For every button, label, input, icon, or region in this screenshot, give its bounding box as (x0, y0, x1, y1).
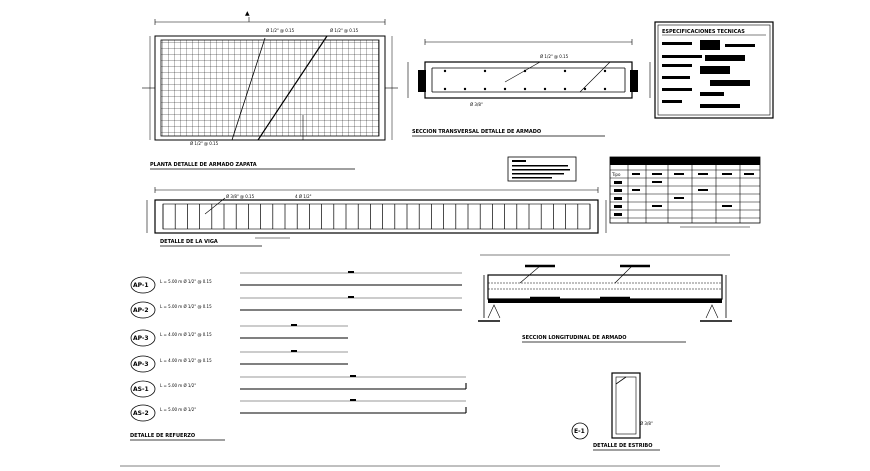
dimension-mark (350, 399, 356, 401)
specs-text-blocks (662, 40, 755, 108)
footing-section-title: SECCION TRANSVERSAL DETALLE DE ARMADO (412, 129, 541, 135)
section-label-2: Ø 3/8" (470, 102, 483, 107)
bar-tag: AP-1 (133, 282, 149, 289)
note-box (507, 156, 577, 182)
table-cell-marks (614, 173, 754, 216)
bar-tag: AP-3 (133, 335, 149, 342)
beam-detail: Ø 3/8" @ 0.15 4 Ø 1/2" DETALLE DE LA VIG… (146, 187, 607, 247)
dimension-mark (348, 271, 354, 273)
section-rebar-dots (443, 69, 607, 91)
section-label-1: Ø 1/2" @ 0.15 (540, 54, 569, 59)
bar-spec: L = 4.00 m Ø 1/2" @ 0.15 (160, 358, 212, 363)
plan-note-a: Ø 1/2" @ 0.15 (266, 28, 295, 33)
plan-note-c: Ø 1/2" @ 0.15 (190, 141, 219, 146)
table-first-col: Tipo (611, 172, 621, 177)
dimension-mark (348, 296, 354, 298)
footing-plan-title: PLANTA DETALLE DE ARMADO ZAPATA (150, 162, 257, 168)
stirrup-detail: Ø 3/8" E-1 DETALLE DE ESTRIBO (571, 372, 660, 451)
footing-section: Ø 1/2" @ 0.15 Ø 3/8" SECCION TRANSVERSAL… (407, 39, 651, 137)
bar-spec: L = 4.00 m Ø 1/2" @ 0.15 (160, 332, 212, 337)
bar-tag-circle (130, 301, 156, 319)
bar-tag-circle (130, 404, 156, 422)
bars-title: DETALLE DE REFUERZO (130, 433, 195, 439)
footing-plan: ▲ Ø 1/2" @ 0.15 Ø 1/2" @ 0.15 Ø 1/2" @ 0… (142, 10, 398, 170)
bar-tag-circle (130, 276, 156, 294)
bar-spec: L = 5.00 m Ø 1/2" (160, 383, 196, 388)
bar-tag-circle (130, 380, 156, 398)
specs-box: ESPECIFICACIONES TECNICAS (654, 21, 774, 119)
dimension-mark (350, 375, 356, 377)
beam-detail-title: DETALLE DE LA VIGA (160, 239, 218, 245)
beam-label-2: 4 Ø 1/2" (295, 194, 312, 199)
north-mark: ▲ (245, 10, 250, 17)
bar-spec: L = 5.00 m Ø 1/2" (160, 407, 196, 412)
stirrup-title: DETALLE DE ESTRIBO (593, 443, 653, 449)
bar-tag-circle (130, 329, 156, 347)
stirrup-note: Ø 3/8" (640, 421, 653, 426)
dimension-mark (291, 350, 297, 352)
longitudinal-section: SECCION LONGITUDINAL DE ARMADO (478, 254, 732, 343)
stirrup-tag: E-1 (574, 428, 585, 435)
bar-tag: AP-3 (133, 361, 149, 368)
rebar-grid (160, 39, 380, 137)
bar-spec: L = 5.00 m Ø 1/2" @ 0.15 (160, 304, 212, 309)
specs-title: ESPECIFICACIONES TECNICAS (662, 29, 745, 35)
rebar-table: Tipo (609, 156, 761, 228)
bar-tag: AS-2 (133, 410, 149, 417)
dimension-mark (291, 324, 297, 326)
beam-stirrups (162, 204, 591, 229)
bar-spec: L = 5.00 m Ø 1/2" @ 0.15 (160, 279, 212, 284)
beam-label-1: Ø 3/8" @ 0.15 (226, 194, 255, 199)
plan-note-b: Ø 1/2" @ 0.15 (330, 28, 359, 33)
bar-tag-circle (130, 355, 156, 373)
bar-tag: AP-2 (133, 307, 149, 314)
bar-tag: AS-1 (133, 386, 149, 393)
longitudinal-title: SECCION LONGITUDINAL DE ARMADO (522, 335, 627, 341)
